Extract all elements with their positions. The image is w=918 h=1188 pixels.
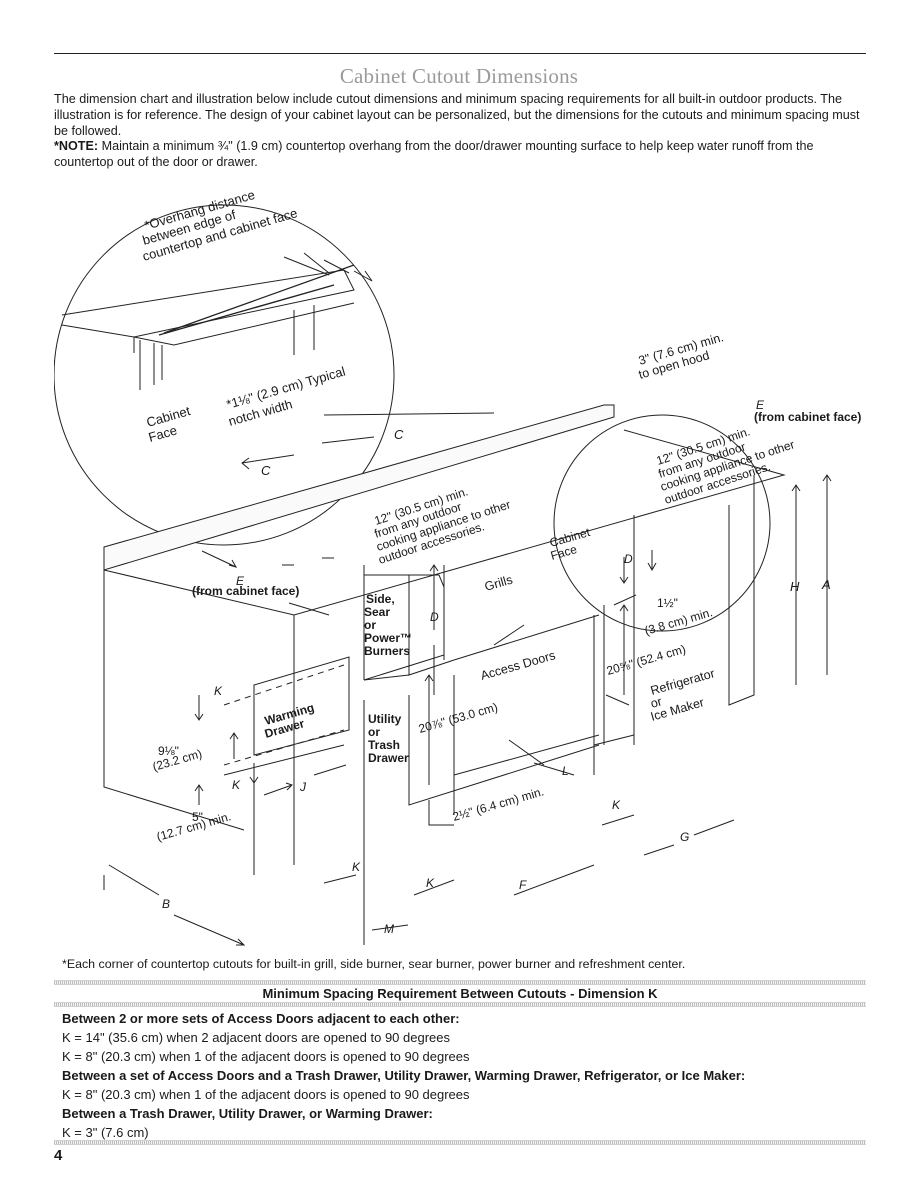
utility-label-2: or (368, 725, 380, 739)
note-label: *NOTE: (54, 139, 99, 153)
page-number: 4 (54, 1147, 63, 1164)
spacing-heading-1: Between 2 or more sets of Access Doors a… (62, 1011, 460, 1026)
top-rule (54, 53, 866, 54)
one-half-label-1: 1½" (657, 596, 678, 610)
grills-label: Grills (483, 573, 514, 594)
dim-e-right: E (756, 398, 765, 412)
spacing-row-3: K = 8" (20.3 cm) when 1 of the adjacent … (62, 1087, 470, 1102)
utility-label-1: Utility (368, 712, 402, 726)
utility-label-4: Drawer (368, 751, 409, 765)
dim-918-label-1: 9⅛" (158, 744, 179, 758)
dim-212: 2½" (6.4 cm) min. (451, 784, 546, 823)
dim-a: A (821, 577, 831, 592)
dim-k-5: K (612, 798, 621, 812)
side-label-4: Power™ (364, 631, 412, 645)
side-label-2: Sear (364, 605, 390, 619)
cabinet-lines (223, 475, 755, 945)
spacing-heading-3: Between a Trash Drawer, Utility Drawer, … (62, 1106, 433, 1121)
detail-circle-left (54, 204, 395, 546)
dim-2058: 20⅝" (52.4 cm) (605, 642, 687, 678)
dim-m: M (384, 922, 394, 936)
dimension-arrows (103, 412, 832, 946)
dim-f: F (519, 878, 527, 892)
spacing-heading-2: Between a set of Access Doors and a Tras… (62, 1068, 746, 1083)
spacing-row-4: K = 3" (7.6 cm) (62, 1125, 149, 1140)
note-paragraph: *NOTE: Maintain a minimum ¾" (1.9 cm) co… (54, 138, 866, 170)
note-text: Maintain a minimum ¾" (1.9 cm) counterto… (54, 139, 814, 169)
side-burner-block (363, 574, 445, 681)
countertop (103, 404, 786, 865)
dim-h: H (790, 579, 800, 594)
footnote: *Each corner of countertop cutouts for b… (62, 957, 686, 971)
one-half-label-2: (3.8 cm) min. (643, 605, 714, 638)
cabinet-diagram: *Overhang distance between edge of count… (54, 175, 866, 955)
refrigerator-label-1: Refrigerator (649, 666, 716, 698)
dim-k-2: K (232, 778, 241, 792)
side-label-1: Side, (366, 592, 395, 606)
dim-k-3: K (352, 860, 361, 874)
dim-five-label-1: 5" (192, 810, 203, 824)
from-cabinet-face-right: (from cabinet face) (754, 410, 861, 424)
dim-k-4: K (426, 876, 435, 890)
refrigerator-label-2: or (649, 694, 664, 711)
dim-k-1: K (214, 684, 223, 698)
spacing-row-2: K = 8" (20.3 cm) when 1 of the adjacent … (62, 1049, 470, 1064)
from-cabinet-face-left: (from cabinet face) (192, 584, 299, 598)
side-label-5: Burners (364, 644, 410, 658)
dim-g: G (680, 830, 689, 844)
dim-c-top: C (394, 427, 404, 442)
table-top-rule (54, 980, 866, 985)
dim-b: B (162, 897, 170, 911)
dim-c-left: C (261, 463, 271, 478)
spacing-row-1: K = 14" (35.6 cm) when 2 adjacent doors … (62, 1030, 451, 1045)
table-bottom-rule (54, 1140, 866, 1145)
table-header-rule (54, 1002, 866, 1007)
spacing-table-title: Minimum Spacing Requirement Between Cuto… (262, 986, 658, 1001)
utility-label-3: Trash (368, 738, 400, 752)
dim-e-left: E (236, 574, 245, 588)
dim-l: L (562, 764, 569, 778)
page-title: Cabinet Cutout Dimensions (339, 64, 579, 88)
detail-circle-right (553, 414, 771, 632)
dim-d-left: D (430, 610, 439, 624)
dim-j: J (299, 780, 307, 794)
countertop-detail (61, 252, 355, 390)
dim-d-right: D (624, 552, 633, 566)
intro-paragraph: The dimension chart and illustration bel… (54, 92, 860, 138)
side-label-3: or (364, 618, 376, 632)
access-doors-label: Access Doors (479, 648, 557, 683)
